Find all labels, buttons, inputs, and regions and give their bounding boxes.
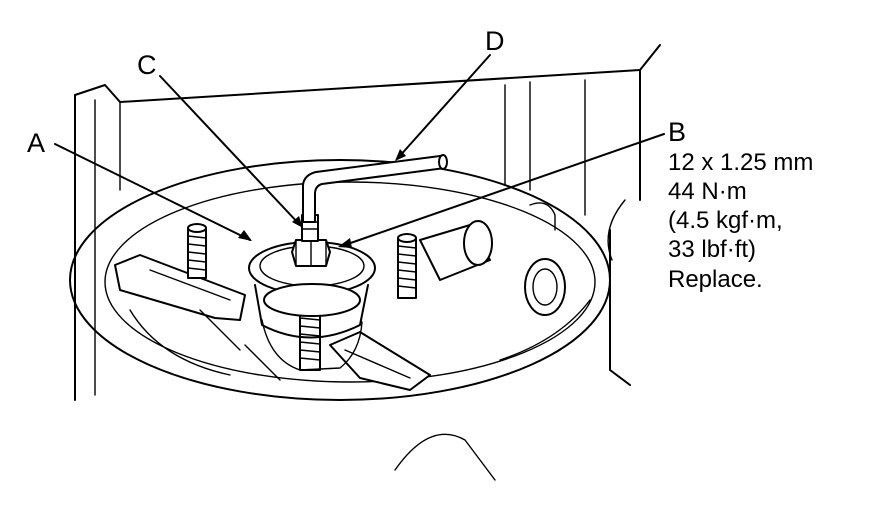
spec-replace-note: Replace. (668, 266, 763, 293)
tower-opening (69, 159, 611, 401)
callout-label-d: D (485, 26, 505, 56)
leader-line-d (395, 54, 491, 161)
self-locking-nut (291, 239, 331, 267)
callout-label-b: B (668, 117, 686, 147)
callout-label-c: C (137, 50, 157, 80)
stud-right (397, 233, 417, 299)
spec-torque-nm: 44 N·m (668, 178, 747, 205)
spec-thread-size: 12 x 1.25 mm (668, 149, 813, 176)
torque-spec-block: 12 x 1.25 mm 44 N·m (4.5 kgf·m, 33 lbf·f… (668, 149, 813, 293)
right-bracket (329, 331, 431, 391)
callout-label-a: A (27, 128, 45, 158)
leader-line-a (54, 143, 252, 241)
stud-left (187, 223, 207, 279)
side-bolt (419, 202, 566, 316)
left-bracket (114, 254, 246, 321)
spec-torque-kgfm: (4.5 kgf·m, (668, 207, 783, 234)
shock-tower-body (74, 44, 661, 481)
spec-torque-lbfft: 33 lbf·ft) (668, 236, 756, 263)
strut-mount (199, 241, 376, 381)
hex-wrench (302, 154, 448, 223)
leader-line-b (338, 133, 665, 248)
leader-line-c (159, 75, 303, 228)
